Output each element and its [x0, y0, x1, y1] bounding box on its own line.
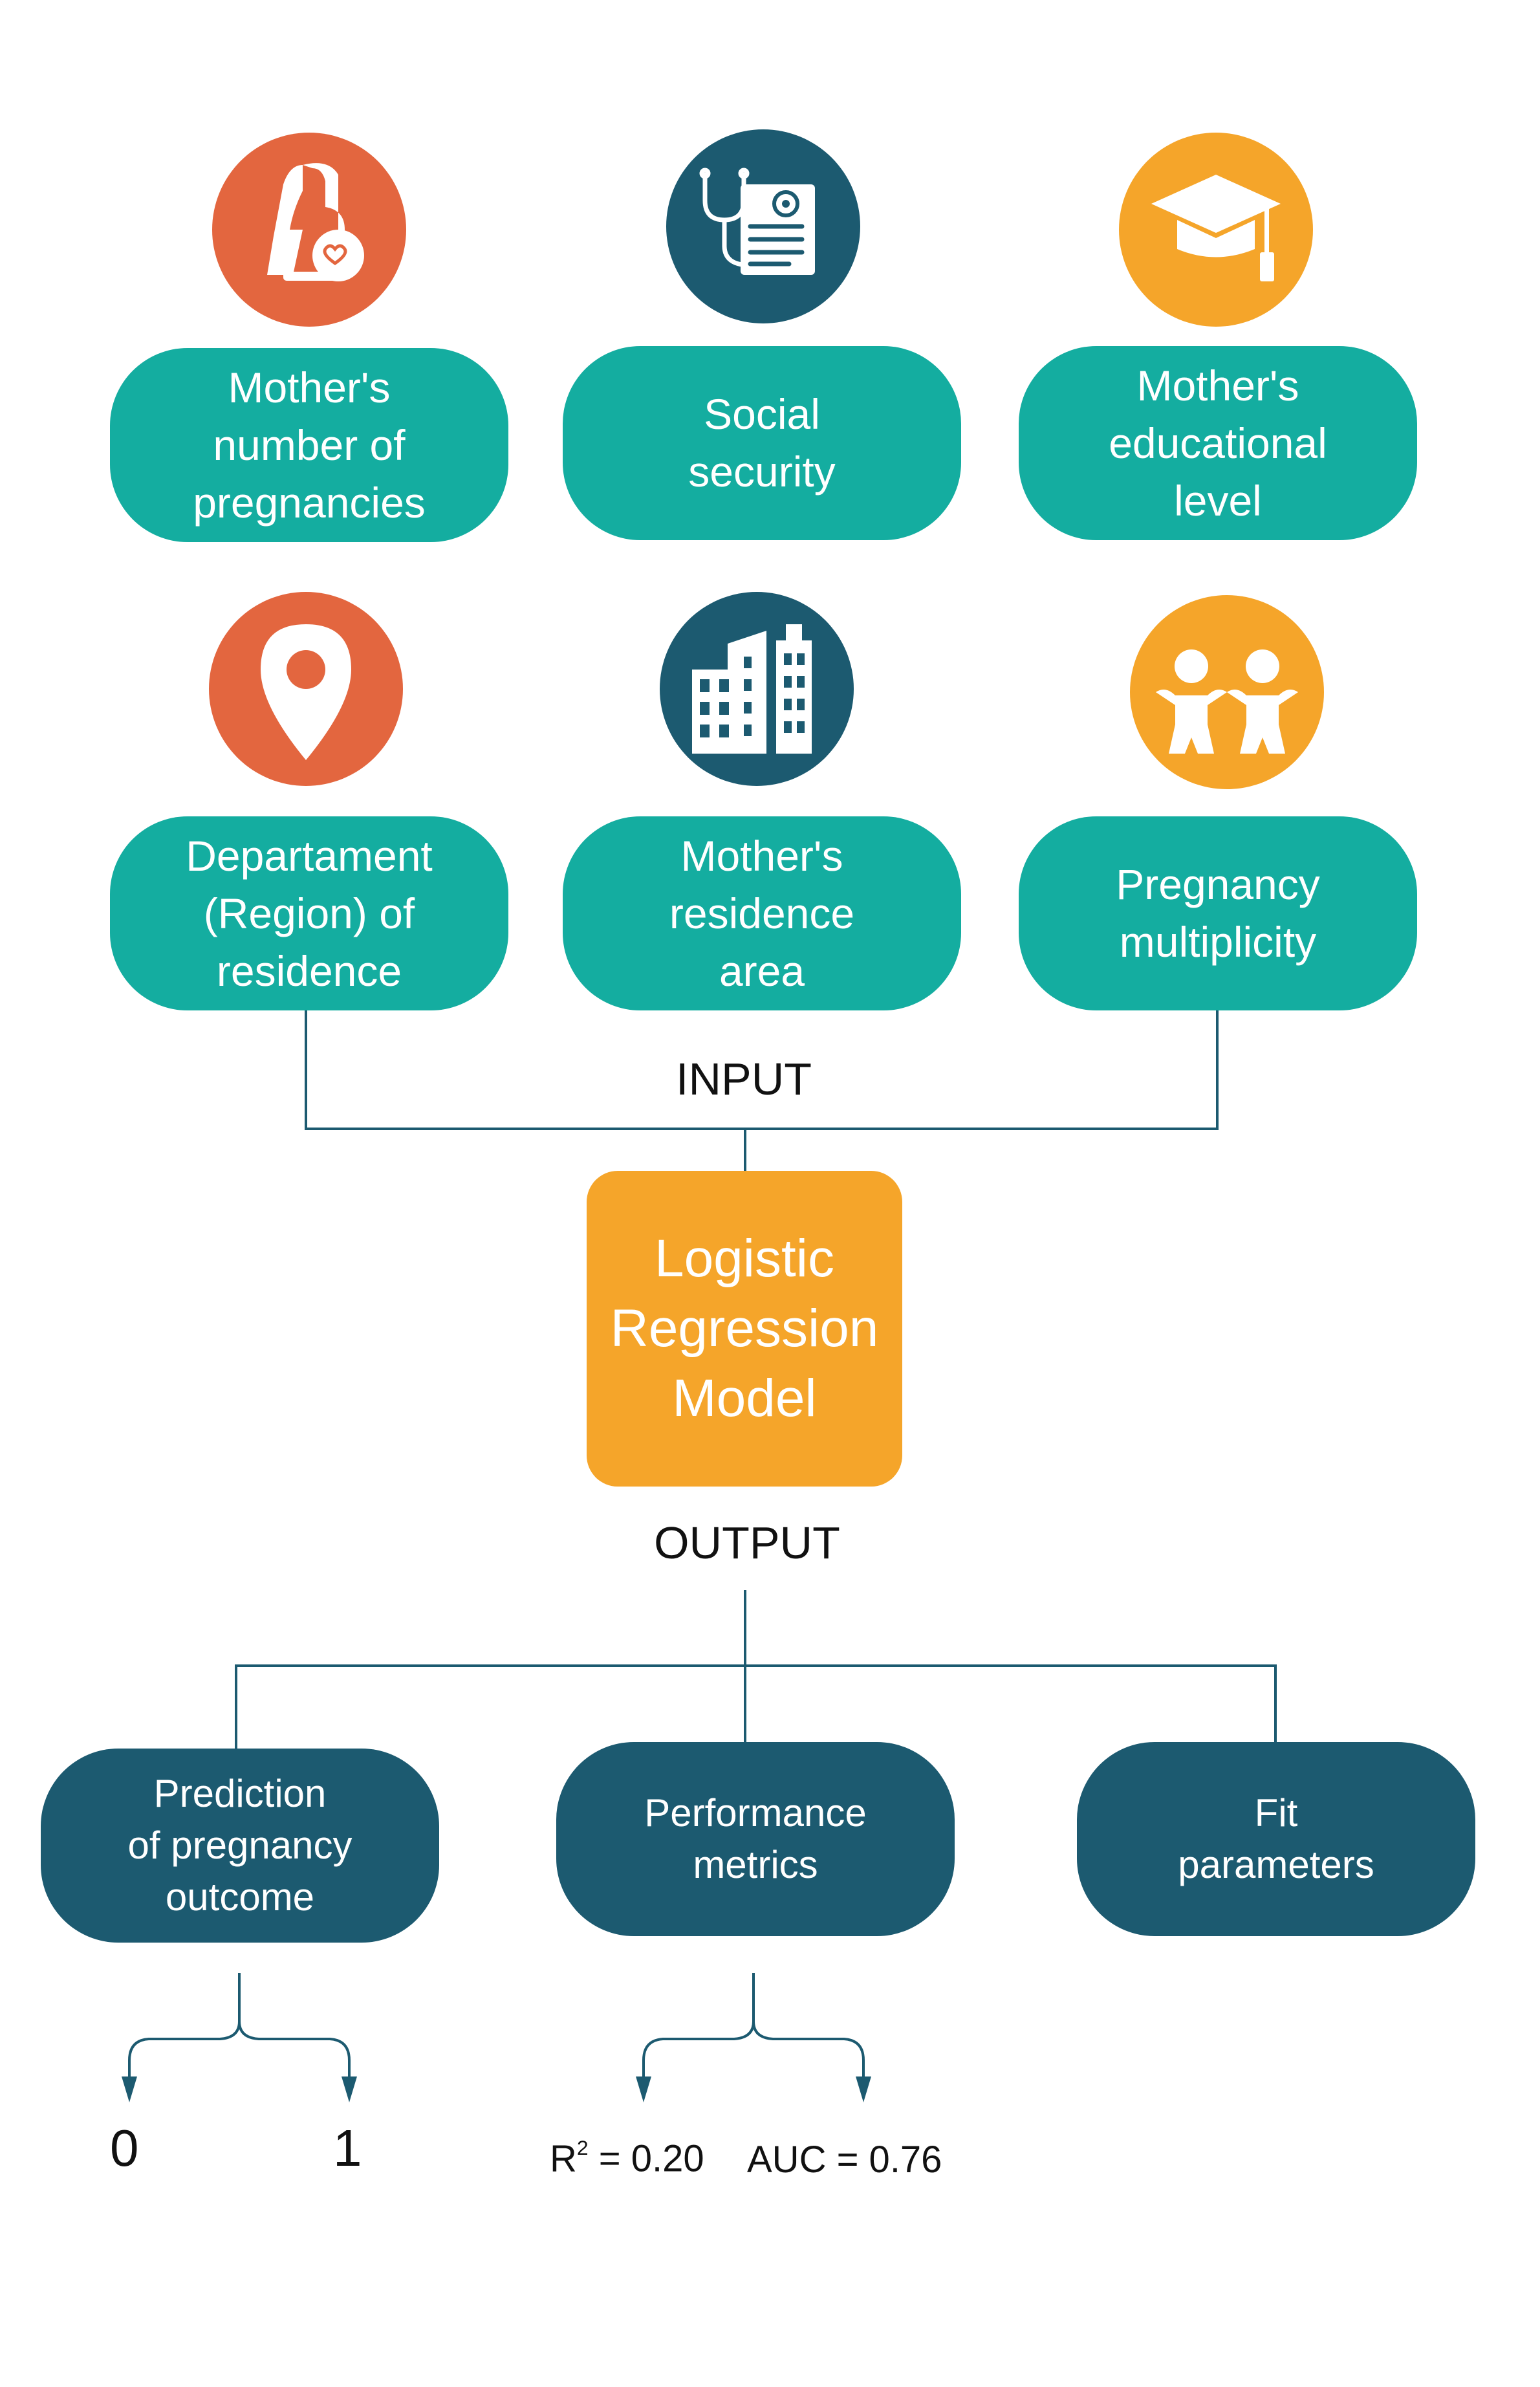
city-buildings-icon	[660, 592, 854, 786]
output-label: OUTPUT	[654, 1518, 840, 1568]
input-connector	[305, 1009, 1219, 1130]
input-pregnancy-multiplicity: Pregnancy multiplicity	[1019, 816, 1417, 1010]
output-performance-metrics: Performance metrics	[556, 1742, 955, 1936]
location-pin-icon	[209, 592, 403, 786]
r-squared-value: R2 = 0.20	[550, 2136, 704, 2180]
metrics-brace	[642, 1973, 865, 2080]
input-mothers-residence-area: Mother's residence area	[563, 816, 961, 1010]
arrow-head-auc	[856, 2076, 871, 2102]
logistic-regression-model-box: Logistic Regression Model	[587, 1171, 902, 1487]
prediction-value-1: 1	[333, 2119, 362, 2177]
graduation-cap-icon	[1119, 133, 1313, 327]
output-fit-parameters: Fit parameters	[1077, 1742, 1475, 1936]
medical-record-stethoscope-icon	[666, 129, 860, 323]
input-department-of-residence: Departament (Region) of residence	[110, 816, 508, 1010]
arrow-head-1	[342, 2076, 357, 2102]
prediction-brace	[128, 1973, 351, 2080]
prediction-value-0: 0	[110, 2119, 139, 2177]
auc-value: AUC = 0.76	[747, 2139, 942, 2181]
arrow-head-r2	[636, 2076, 651, 2102]
output-prediction-of-pregnancy-outcome: Prediction of pregnancy outcome	[41, 1749, 439, 1943]
input-mothers-number-of-pregnancies: Mother's number of pregnancies	[110, 348, 508, 542]
pregnant-woman-icon	[212, 133, 406, 327]
input-mothers-educational-level: Mother's educational level	[1019, 346, 1417, 540]
output-connector	[235, 1664, 1277, 1751]
twin-babies-icon	[1130, 595, 1324, 789]
arrow-head-0	[122, 2076, 137, 2102]
input-social-security: Social security	[563, 346, 961, 540]
input-label: INPUT	[676, 1054, 812, 1104]
